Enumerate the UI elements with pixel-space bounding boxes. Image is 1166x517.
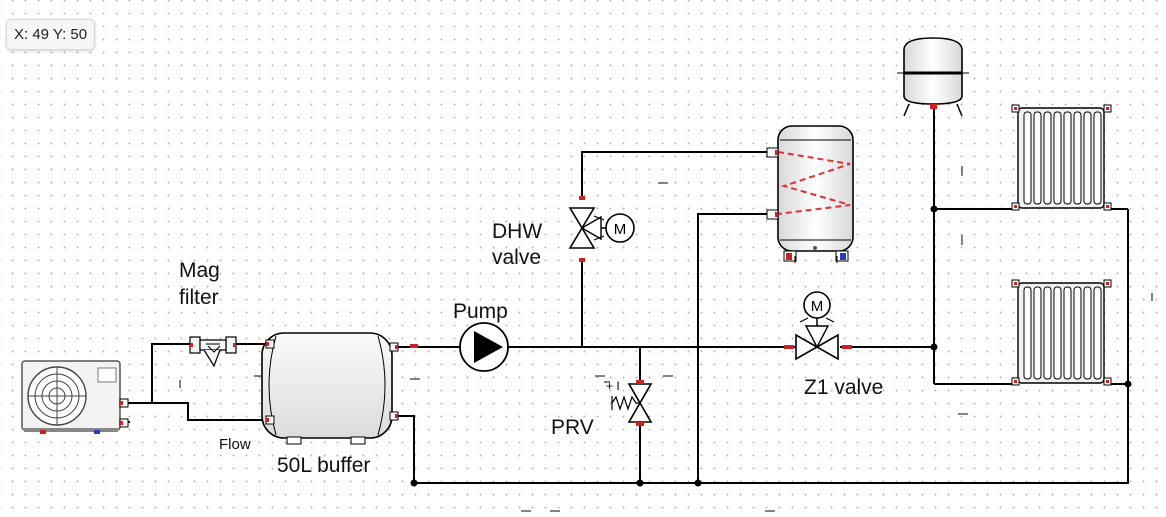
radiator-upper-icon[interactable] [1011,104,1112,211]
cursor-coordinates: X: 49 Y: 50 [6,19,96,50]
mag-filter-label-line2: filter [179,286,219,309]
pipework[interactable] [126,108,1132,487]
heat-pump-icon[interactable] [21,360,129,434]
buffer-label: 50L buffer [277,454,370,477]
mag-filter-label-line1: Mag [179,259,220,282]
radiator-lower-icon[interactable] [1011,279,1112,386]
svg-text:M: M [811,298,824,315]
editor-marks [179,166,1153,512]
dhw-cylinder-icon[interactable] [766,125,854,263]
z1-valve-label: Z1 valve [804,376,883,399]
buffer-tank-icon[interactable] [261,332,418,445]
flow-label: Flow [219,436,251,453]
pump-icon[interactable] [459,322,509,372]
prv-label: PRV [551,416,594,439]
dhw-valve-icon[interactable]: M [568,196,635,262]
expansion-vessel-icon[interactable] [897,37,969,117]
mag-filter-icon[interactable] [189,336,237,368]
svg-text:M: M [614,221,627,238]
dhw-valve-label-line2: valve [492,246,541,269]
z1-valve-icon[interactable]: M [784,291,852,361]
svg-text:+ I: + I [606,379,620,393]
pump-label: Pump [453,300,508,323]
prv-valve-icon[interactable]: + I [604,379,653,426]
dhw-valve-label-line1: DHW [492,220,542,243]
